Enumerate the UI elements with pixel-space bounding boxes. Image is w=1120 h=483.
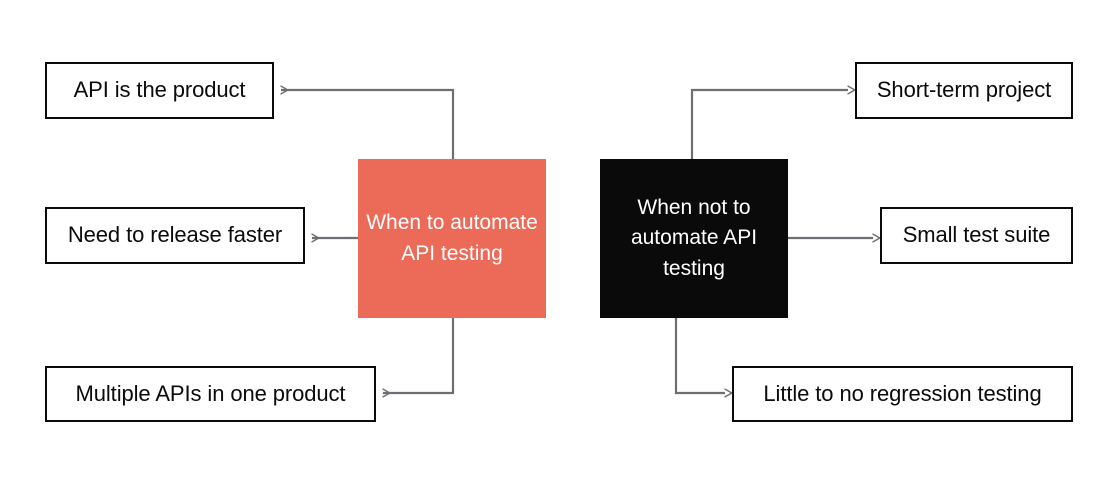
node-small-test-suite[interactable]: Small test suite — [880, 207, 1073, 264]
hub-when-to-automate-api-testing[interactable]: When to automate API testing — [358, 159, 546, 318]
node-multiple-apis-in-one-product-label: Multiple APIs in one product — [75, 380, 346, 406]
hub-when-not-to-automate-api-testing[interactable]: When not to automate API testing — [600, 159, 788, 318]
node-little-to-no-regression-testing[interactable]: Little to no regression testing — [732, 366, 1073, 422]
hub-when-not-to-automate-api-testing-label: When not to automate API testing — [630, 195, 758, 280]
node-short-term-project-label: Short-term project — [876, 77, 1052, 103]
connector-hub-right-to-little-regression — [674, 318, 725, 393]
node-small-test-suite-label: Small test suite — [902, 222, 1051, 248]
node-api-is-the-product-label: API is the product — [73, 77, 246, 103]
connector-hub-left-to-api-is-the-product — [281, 90, 455, 159]
node-api-is-the-product[interactable]: API is the product — [45, 62, 274, 119]
node-need-to-release-faster-label: Need to release faster — [67, 222, 283, 248]
node-need-to-release-faster[interactable]: Need to release faster — [45, 207, 305, 264]
node-little-to-no-regression-testing-label: Little to no regression testing — [763, 380, 1042, 406]
connector-hub-left-to-multiple-apis — [383, 318, 455, 393]
connector-hub-right-to-short-term-project — [690, 90, 848, 159]
node-short-term-project[interactable]: Short-term project — [855, 62, 1073, 119]
hub-when-to-automate-api-testing-label: When to automate API testing — [366, 211, 538, 265]
node-multiple-apis-in-one-product[interactable]: Multiple APIs in one product — [45, 366, 376, 422]
